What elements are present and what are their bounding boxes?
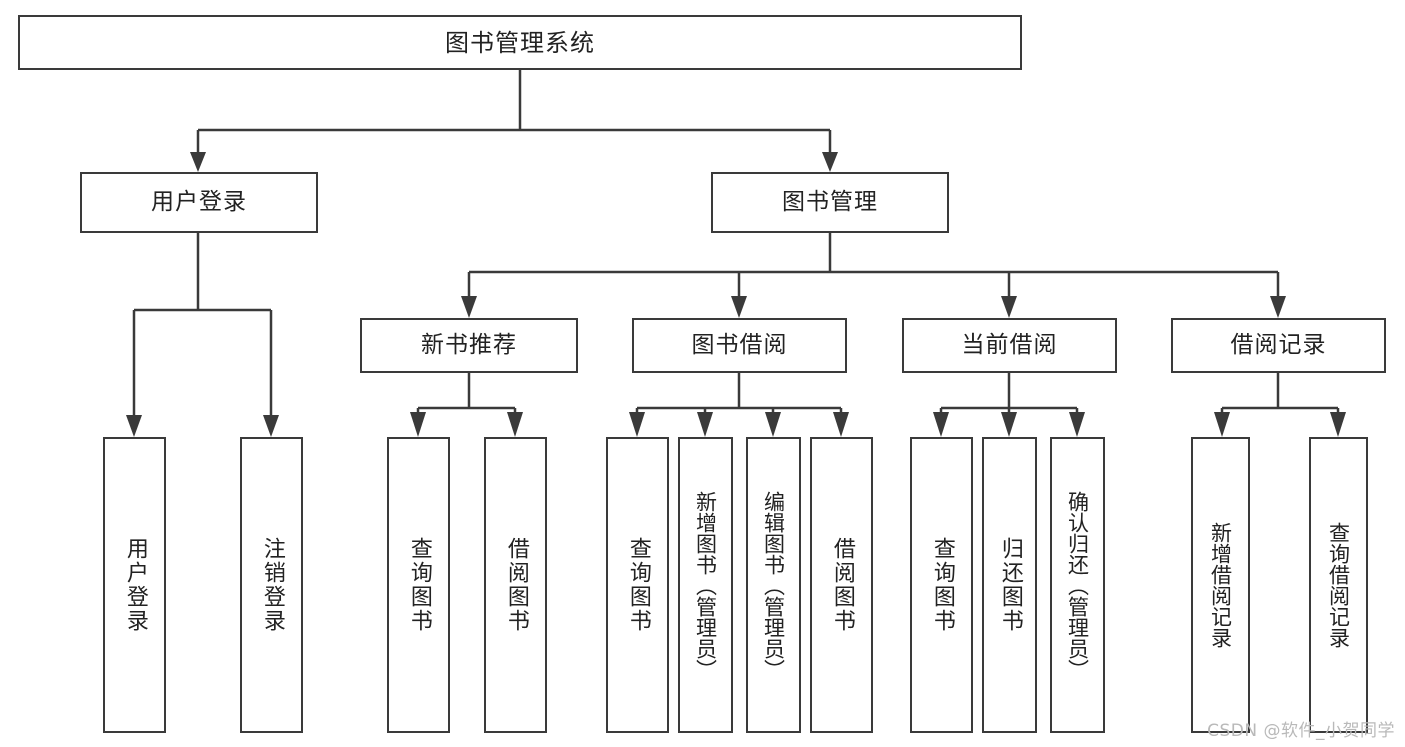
node-book-borrow[interactable]: 图书借阅	[632, 318, 847, 373]
node-user-login[interactable]: 用户登录	[80, 172, 318, 233]
leaf-query-book-borrow[interactable]: 查询图书	[606, 437, 669, 733]
leaf-borrow-book[interactable]: 借阅图书	[810, 437, 873, 733]
leaf-add-borrow-record[interactable]: 新增借阅记录	[1191, 437, 1250, 733]
node-root-book-management-system[interactable]: 图书管理系统	[18, 15, 1022, 70]
leaf-borrow-book-recommend[interactable]: 借阅图书	[484, 437, 547, 733]
leaf-add-book-admin[interactable]: 新增图书（管理员）	[678, 437, 733, 733]
leaf-edit-book-admin[interactable]: 编辑图书（管理员）	[746, 437, 801, 733]
leaf-confirm-return-admin[interactable]: 确认归还（管理员）	[1050, 437, 1105, 733]
leaf-return-book[interactable]: 归还图书	[982, 437, 1037, 733]
node-book-management[interactable]: 图书管理	[711, 172, 949, 233]
node-borrow-record[interactable]: 借阅记录	[1171, 318, 1386, 373]
leaf-user-login[interactable]: 用户登录	[103, 437, 166, 733]
node-new-book-recommend[interactable]: 新书推荐	[360, 318, 578, 373]
leaf-query-book-recommend[interactable]: 查询图书	[387, 437, 450, 733]
leaf-query-borrow-record[interactable]: 查询借阅记录	[1309, 437, 1368, 733]
leaf-user-logout[interactable]: 注销登录	[240, 437, 303, 733]
node-current-borrow[interactable]: 当前借阅	[902, 318, 1117, 373]
watermark-text: CSDN @软件_小贺同学	[1207, 721, 1395, 741]
leaf-query-book-current[interactable]: 查询图书	[910, 437, 973, 733]
